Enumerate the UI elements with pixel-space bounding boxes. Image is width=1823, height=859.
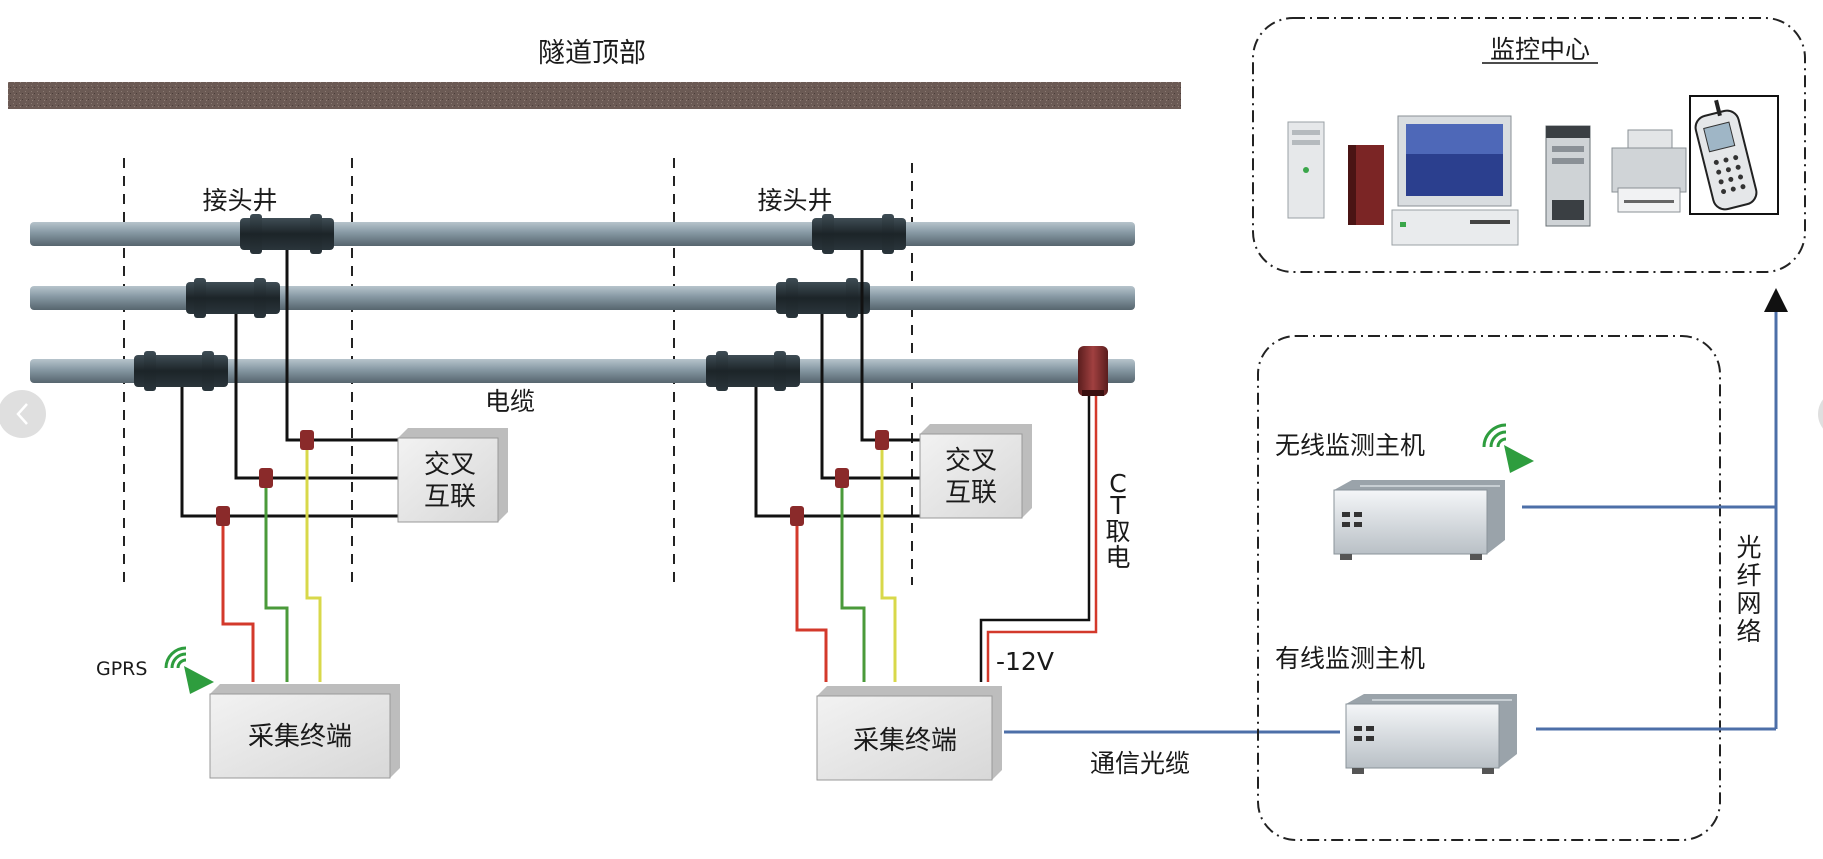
uplink-arrow-icon [1764,288,1788,312]
ct-power-sensor [1078,346,1108,396]
left-green-wire [264,488,289,682]
tunnel-top-label: 隧道顶部 [538,38,646,69]
joint-well-label-right: 接头井 [757,186,832,215]
wireless-host-signal-icon [1482,423,1534,473]
cross-bond-left-line1: 交叉 [424,450,476,480]
wireless-host-industrial-computer-icon [1333,480,1505,560]
gprs-wireless-signal-icon [164,646,214,694]
right-red-wire [795,526,828,682]
left-yellow-wire [305,450,322,682]
joint-well-label-left: 接头井 [202,186,277,215]
fiber-label-wang: 网 [1736,589,1761,618]
ct-label-qu: 取 [1105,517,1130,546]
monitoring-host-group [1257,335,1721,841]
cable-phase-a [30,222,1135,246]
comm-fiber-label: 通信光缆 [1090,749,1190,778]
right-current-sensors [790,430,889,526]
cross-bond-left-line2: 互联 [424,482,476,512]
ct-label-t: T [1109,491,1126,520]
acquisition-terminal-right: 采集终端 [816,686,1002,781]
desktop-computer-icon [1348,115,1519,246]
tunnel-ceiling [8,82,1181,109]
right-green-wire [840,488,866,682]
cross-bond-box-left: 交叉 互联 [397,428,508,523]
left-red-wire [221,526,255,682]
mobile-phone-icon [1689,95,1779,215]
tower-computer-icon [1287,121,1325,219]
prev-slide-button[interactable] [0,390,46,438]
left-current-sensors [216,430,314,526]
ct-red-lead [986,396,1098,682]
cable-joints [134,214,906,391]
right-bonding-leads [754,250,920,518]
wired-host-label: 有线监测主机 [1275,644,1425,673]
ct-label-dian: 电 [1105,543,1130,572]
ct-label-c: C [1109,469,1126,498]
wireless-host-label: 无线监测主机 [1275,431,1425,460]
cross-bond-right-line1: 交叉 [945,446,997,476]
right-yellow-wire [880,450,897,682]
acquisition-terminal-left: 采集终端 [209,684,400,779]
ct-power-label: C T 取 电 [1105,469,1130,572]
fiber-label-guang: 光 [1736,533,1761,562]
fiber-network-label: 光 纤 网 络 [1736,533,1761,646]
cross-bond-right-line2: 互联 [945,478,997,508]
fiber-network-lines [1522,306,1778,731]
cable-phase-c [30,359,1135,383]
server-icon [1545,125,1591,227]
terminal-right-label: 采集终端 [853,726,957,756]
fiber-label-luo: 络 [1736,617,1761,646]
terminal-left-label: 采集终端 [248,722,352,752]
fiber-label-xian: 纤 [1736,561,1761,590]
printer-icon [1611,129,1687,213]
monitoring-center-group [1252,17,1806,273]
wired-host-industrial-computer-icon [1345,694,1517,774]
ct-black-lead [979,396,1091,682]
chevron-left-icon [16,403,28,425]
cable-label: 电缆 [485,387,535,416]
cross-bond-box-right: 交叉 互联 [919,424,1032,519]
next-slide-button[interactable] [1818,390,1823,438]
monitoring-center-title: 监控中心 [1490,35,1590,64]
gprs-label: GPRS [96,658,147,680]
left-bonding-leads [180,250,398,518]
voltage-label: -12V [996,647,1054,676]
